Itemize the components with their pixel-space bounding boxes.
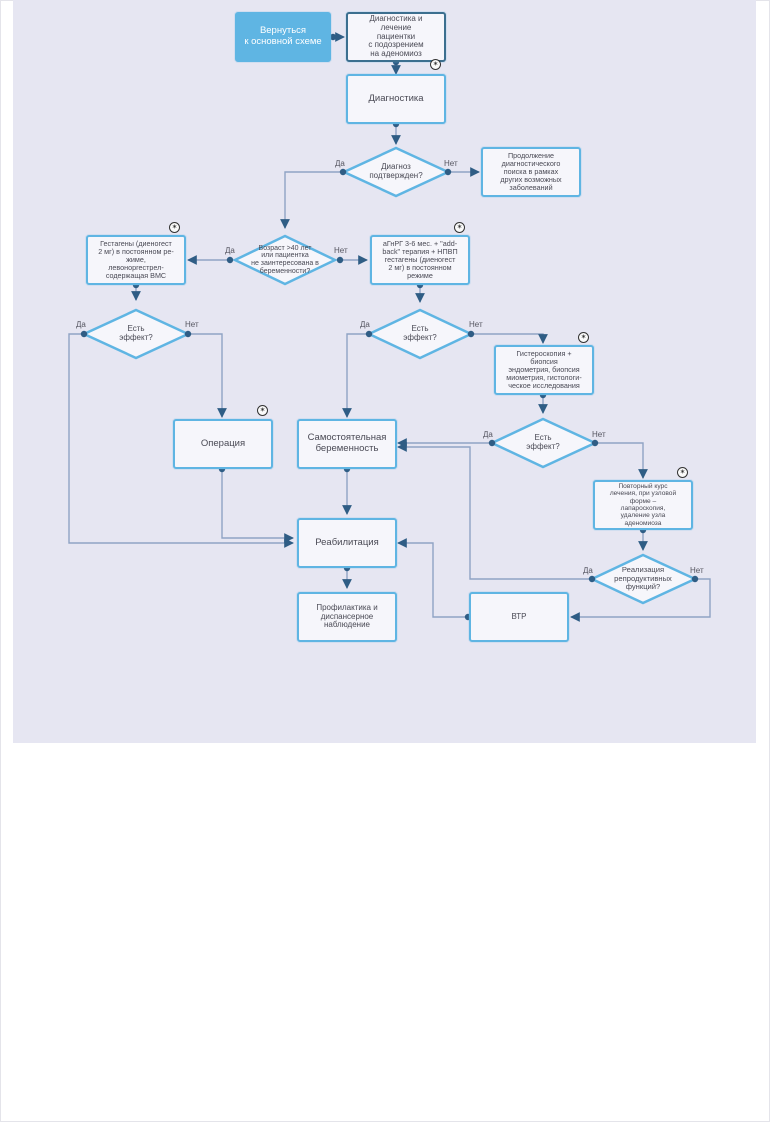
pregnancy-node[interactable]: Самостоятельная беременность (297, 419, 397, 469)
operation-node[interactable]: Операция (173, 419, 273, 469)
continue-search-label: Продолжение диагностического поиска в ра… (500, 150, 562, 193)
pin-icon[interactable]: ✶ (578, 332, 589, 343)
decision-reproductive-label: Реализация репродуктивных функций? (614, 565, 672, 592)
label-no-reproductive: Нет (690, 566, 704, 575)
start-node[interactable]: Диагностика и лечение пациентки с подозр… (346, 12, 446, 62)
continue-search-node[interactable]: Продолжение диагностического поиска в ра… (481, 147, 581, 197)
label-no-effect-right: Нет (592, 430, 606, 439)
pin-icon[interactable]: ✶ (257, 405, 268, 416)
prophylaxis-label: Профилактика и диспансерное наблюдение (316, 602, 378, 630)
decision-effect-left[interactable]: Есть эффект? (96, 316, 176, 352)
vrt-label: ВТР (511, 611, 527, 621)
label-yes-reproductive: Да (583, 566, 593, 575)
pin-icon[interactable]: ✶ (169, 222, 180, 233)
decision-effect-mid-label: Есть эффект? (403, 324, 437, 342)
decision-effect-right-label: Есть эффект? (526, 433, 560, 451)
label-no-age: Нет (334, 246, 348, 255)
decision-age-label: Возраст >40 лет или пациентка не заинтер… (251, 244, 319, 275)
vrt-node[interactable]: ВТР (469, 592, 569, 642)
gestagens-label: Гестагены (диеногест 2 мг) в постоянном … (98, 238, 174, 281)
edge-effectleft-rehab (68, 333, 294, 548)
decision-effect-left-shape (81, 308, 191, 360)
back-to-main-label: Вернуться к основной схеме (244, 25, 322, 47)
start-node-label: Диагностика и лечение пациентки с подозр… (368, 13, 424, 59)
label-yes-age: Да (225, 246, 235, 255)
decision-effect-mid-shape (366, 308, 474, 360)
rehabilitation-label: Реабилитация (315, 536, 379, 548)
hysteroscopy-label: Гистероскопия + биопсия эндометрия, биоп… (506, 348, 582, 391)
rehabilitation-node[interactable]: Реабилитация (297, 518, 397, 568)
repeat-course-label: Повторный курс лечения, при узловой форм… (609, 482, 677, 527)
prophylaxis-node[interactable]: Профилактика и диспансерное наблюдение (297, 592, 397, 642)
label-no-confirmed: Нет (444, 159, 458, 168)
edge-effectleft-operation (188, 333, 227, 418)
hysteroscopy-node[interactable]: Гистероскопия + биопсия эндометрия, биоп… (494, 345, 594, 395)
decision-effect-right-shape (489, 417, 598, 469)
pin-icon[interactable]: ✶ (430, 59, 441, 70)
label-yes-effect-left: Да (76, 320, 86, 329)
decision-age-shape (232, 234, 338, 286)
decision-confirmed-label: Диагноз подтвержден? (369, 162, 423, 180)
decision-confirmed[interactable]: Диагноз подтвержден? (346, 152, 446, 192)
pin-icon[interactable]: ✶ (454, 222, 465, 233)
label-no-effect-left: Нет (185, 320, 199, 329)
label-yes-effect-right: Да (483, 430, 493, 439)
edge-effectmid-hysteroscopy (471, 333, 548, 344)
label-yes-effect-mid: Да (360, 320, 370, 329)
edge-reproductive-vrt (570, 578, 711, 622)
decision-age[interactable]: Возраст >40 лет или пациентка не заинтер… (236, 238, 334, 282)
operation-label: Операция (200, 437, 246, 449)
edge-effectmid-pregnancy (342, 333, 369, 418)
gestagens-node[interactable]: Гестагены (диеногест 2 мг) в постоянном … (86, 235, 186, 285)
diagnostics-node[interactable]: Диагностика (346, 74, 446, 124)
decision-effect-right[interactable]: Есть эффект? (503, 425, 583, 461)
decision-effect-mid[interactable]: Есть эффект? (380, 316, 460, 352)
decision-reproductive-shape (589, 553, 698, 605)
decision-effect-left-label: Есть эффект? (119, 324, 153, 342)
edge-operation-rehab (221, 469, 294, 543)
pin-icon[interactable]: ✶ (677, 467, 688, 478)
agnrh-node[interactable]: аГнРГ 3-6 мес. + "add- back" терапия + Н… (370, 235, 470, 285)
repeat-course-node[interactable]: Повторный курс лечения, при узловой форм… (593, 480, 693, 530)
edge-reproductive-pregnancy (397, 442, 592, 580)
edge-effectright-repeat (595, 442, 648, 479)
decision-confirmed-shape (341, 146, 451, 198)
label-no-effect-mid: Нет (469, 320, 483, 329)
edge-vrt-rehab (397, 538, 468, 618)
decision-reproductive[interactable]: Реализация репродуктивных функций? (600, 561, 686, 597)
label-yes-confirmed: Да (335, 159, 345, 168)
diagnostics-label: Диагностика (368, 92, 424, 104)
pregnancy-label: Самостоятельная беременность (307, 432, 387, 454)
edge-confirmed-age (280, 171, 343, 229)
agnrh-label: аГнРГ 3-6 мес. + "add- back" терапия + Н… (382, 238, 458, 281)
back-to-main-button[interactable]: Вернуться к основной схеме (235, 12, 331, 62)
